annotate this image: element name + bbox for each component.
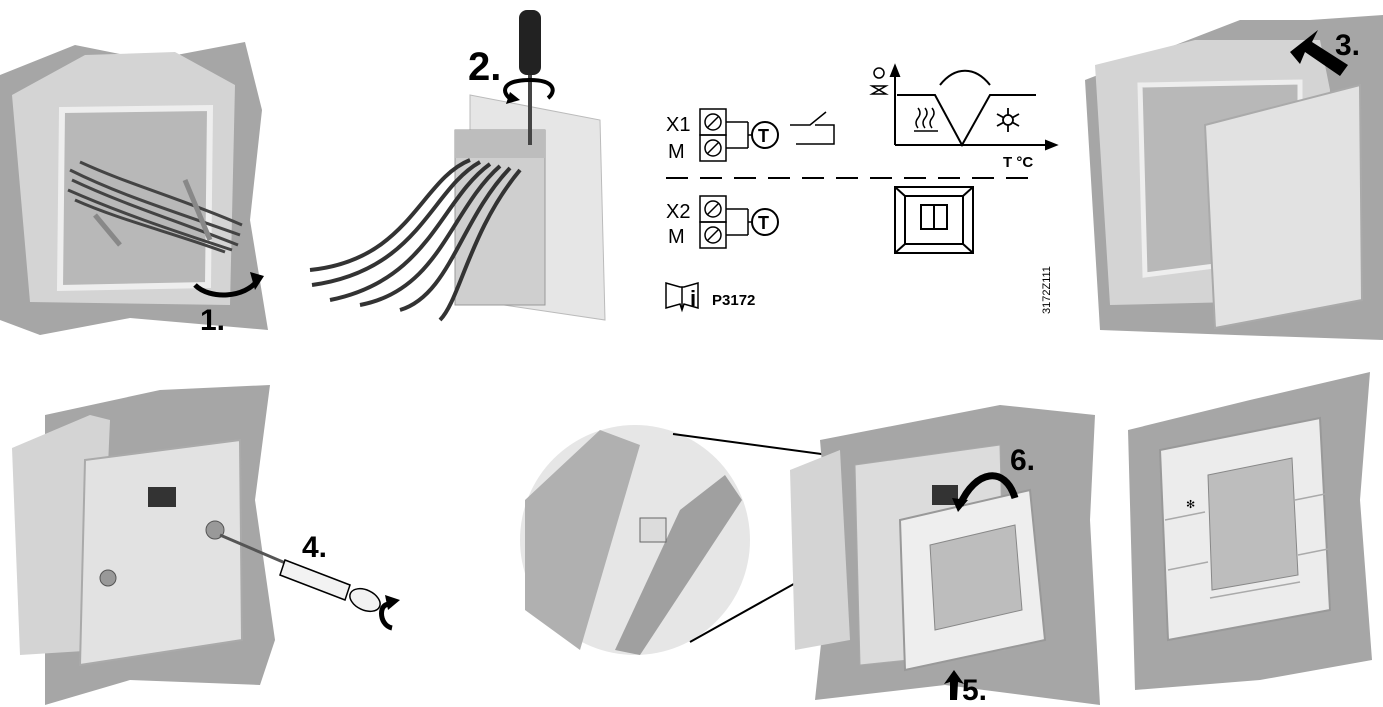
snowflake-icon bbox=[996, 108, 1020, 132]
rotate-arrow-icon bbox=[503, 77, 555, 102]
push-arrow-icon bbox=[1290, 30, 1348, 76]
sensor-1-icon bbox=[751, 121, 779, 149]
terminal-x1-label: X1 bbox=[666, 114, 690, 136]
room-unit-display bbox=[1207, 457, 1299, 591]
cable-bundle bbox=[67, 160, 243, 254]
push-up-arrow-icon bbox=[944, 670, 964, 700]
wiring-schematic: X1 M T X2 M T bbox=[665, 63, 1059, 314]
step-3-label: 3. bbox=[1335, 29, 1360, 62]
terminal-block-1 bbox=[699, 108, 752, 162]
screwdriver bbox=[519, 10, 541, 145]
wire-harness bbox=[309, 158, 522, 322]
step-2-label: 2. bbox=[468, 45, 501, 89]
step-4-label: 4. bbox=[302, 531, 327, 564]
room-unit-display bbox=[929, 524, 1023, 631]
mounting-screws bbox=[93, 179, 213, 247]
detail-plate-edge bbox=[525, 430, 640, 650]
heating-waves-icon bbox=[914, 107, 938, 132]
panel-step-1: 1. bbox=[0, 42, 268, 337]
mounting-plate bbox=[1203, 83, 1364, 330]
svg-text:✻: ✻ bbox=[1186, 499, 1195, 511]
wall-box bbox=[790, 450, 850, 650]
screwdriver bbox=[219, 533, 381, 613]
tilt-arrow-icon bbox=[956, 472, 1019, 507]
terminal-block-2 bbox=[699, 195, 752, 249]
step-5-label: 5. bbox=[962, 674, 987, 707]
terminal-x2-label: X2 bbox=[666, 201, 690, 223]
panel-step-3: 3. bbox=[1085, 15, 1383, 340]
terminal-m1-label: M bbox=[668, 141, 685, 163]
mounting-plate bbox=[78, 438, 244, 667]
changeover-graph bbox=[889, 63, 1059, 151]
room-unit-buttons bbox=[1164, 493, 1329, 599]
step-6-label: 6. bbox=[1010, 444, 1035, 477]
mounting-screw bbox=[205, 520, 225, 540]
plate-connector bbox=[932, 485, 958, 505]
svg-text:i: i bbox=[690, 286, 696, 311]
sensor-2-label: T bbox=[758, 213, 769, 233]
document-reference: P3172 bbox=[712, 292, 755, 309]
window-contact-switch-icon bbox=[790, 111, 835, 145]
panel-step-5-6: 6. 5. bbox=[790, 405, 1100, 707]
terminal-block bbox=[454, 129, 546, 306]
room-unit-icon bbox=[894, 186, 974, 254]
detail-zoom bbox=[520, 425, 941, 655]
panel-finished: ✻ bbox=[1128, 372, 1372, 690]
sensor-2-icon bbox=[751, 208, 779, 236]
terminal-m2-label: M bbox=[668, 226, 685, 248]
valve-icon bbox=[869, 67, 889, 95]
detail-device-edge bbox=[615, 475, 742, 655]
panel-step-2: 2. bbox=[309, 10, 606, 322]
sensor-1-label: T bbox=[758, 126, 769, 146]
book-info-icon bbox=[665, 282, 699, 313]
temperature-axis-label: T °C bbox=[1003, 154, 1033, 171]
detail-connector bbox=[639, 517, 667, 543]
panel-step-4: 4. bbox=[12, 385, 400, 705]
figure-code: 3172Z111 bbox=[1041, 266, 1053, 314]
plate-connector bbox=[148, 487, 176, 507]
step-1-label: 1. bbox=[200, 304, 225, 337]
mounting-screw bbox=[99, 569, 117, 587]
